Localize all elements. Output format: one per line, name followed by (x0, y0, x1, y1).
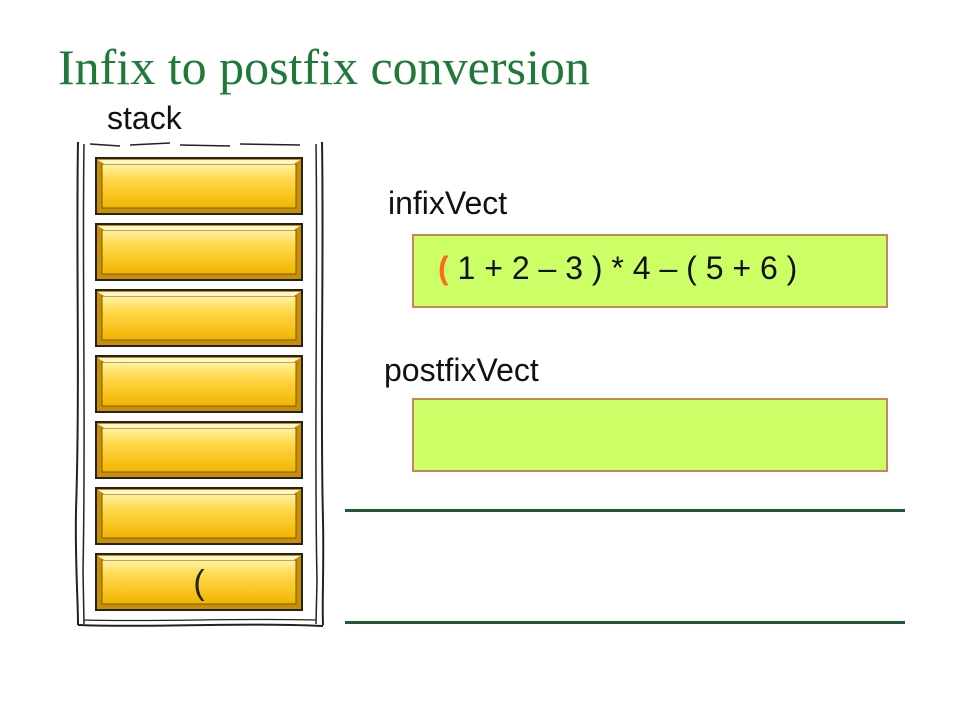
stack-diagram (74, 141, 325, 627)
stack-cell (95, 487, 303, 545)
stack-left-wall-inner (82, 143, 85, 625)
stack-label: stack (107, 100, 182, 136)
infix-vector-box: ( 1 + 2 – 3 ) * 4 – ( 5 + 6 ) (412, 234, 888, 308)
infix-remaining-tokens: 1 + 2 – 3 ) * 4 – ( 5 + 6 ) (448, 250, 798, 286)
postfix-label: postfixVect (384, 352, 539, 388)
stack-bottom-inner (83, 618, 317, 622)
slide-title: Infix to postfix conversion (58, 39, 590, 95)
stack-cell (95, 421, 303, 479)
stack-bottom (77, 623, 324, 627)
stack-right-wall-inner (315, 143, 318, 625)
stack-cell (95, 157, 303, 215)
stack-right-wall (320, 141, 325, 626)
stack-left-wall (74, 141, 79, 626)
divider-line-lower (345, 621, 905, 624)
infix-current-token: ( (438, 250, 449, 286)
infix-expression: ( 1 + 2 – 3 ) * 4 – ( 5 + 6 ) (438, 250, 797, 287)
stack-cell (95, 223, 303, 281)
postfix-vector-box (412, 398, 888, 472)
stack-cell (95, 289, 303, 347)
infix-label: infixVect (388, 185, 508, 221)
stack-cell (95, 553, 303, 611)
stack-cell (95, 355, 303, 413)
divider-line-upper (345, 509, 905, 512)
stack-cell-value: ( (193, 564, 205, 602)
